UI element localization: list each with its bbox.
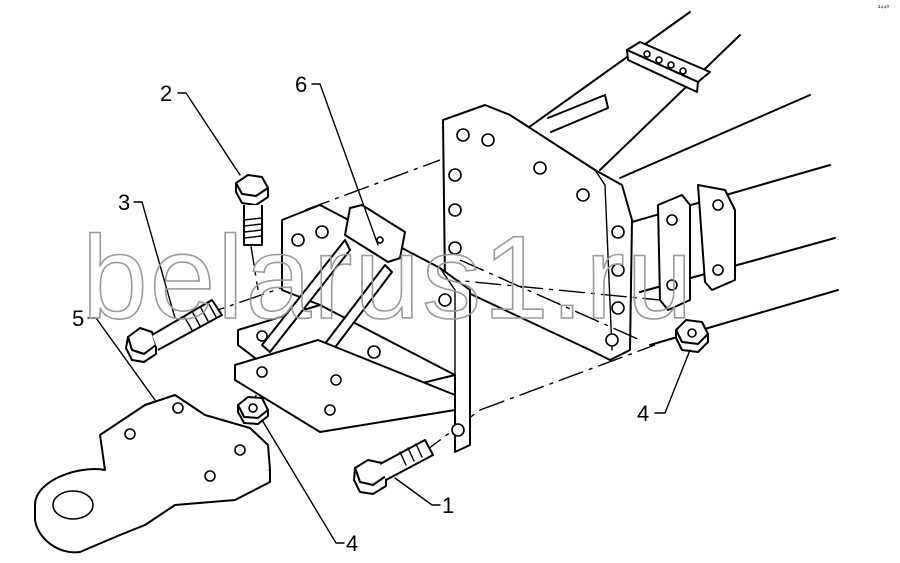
part-3-bolt (125, 299, 223, 363)
callout-label-4-right: 4 (637, 401, 649, 426)
callout-label-1: 1 (442, 493, 454, 518)
callout-label-5: 5 (72, 306, 84, 331)
part-1-bolt (353, 439, 434, 495)
drawbar-bracket (234, 204, 471, 453)
part-4-nut-right (675, 319, 709, 353)
callout-label-2: 2 (160, 81, 172, 106)
callout-label-6: 6 (295, 72, 307, 97)
part-4-nut-left (237, 396, 269, 425)
watermark: belarus1.ru (82, 212, 694, 344)
leader-lines (87, 83, 691, 544)
part-6-plate (344, 204, 406, 263)
frame-plate-holes (448, 128, 625, 347)
part-2-bolt (235, 174, 269, 246)
callout-label-3: 3 (118, 190, 130, 215)
corner-mark: ¹⁴⁴⁰ (878, 4, 889, 12)
part-5-drawbar (34, 394, 271, 554)
callouts: 2 3 5 6 1 4 4 (72, 72, 649, 556)
frame-front-plate (442, 104, 633, 361)
callout-label-4-left: 4 (346, 531, 358, 556)
frame-top-bracket (626, 41, 711, 93)
